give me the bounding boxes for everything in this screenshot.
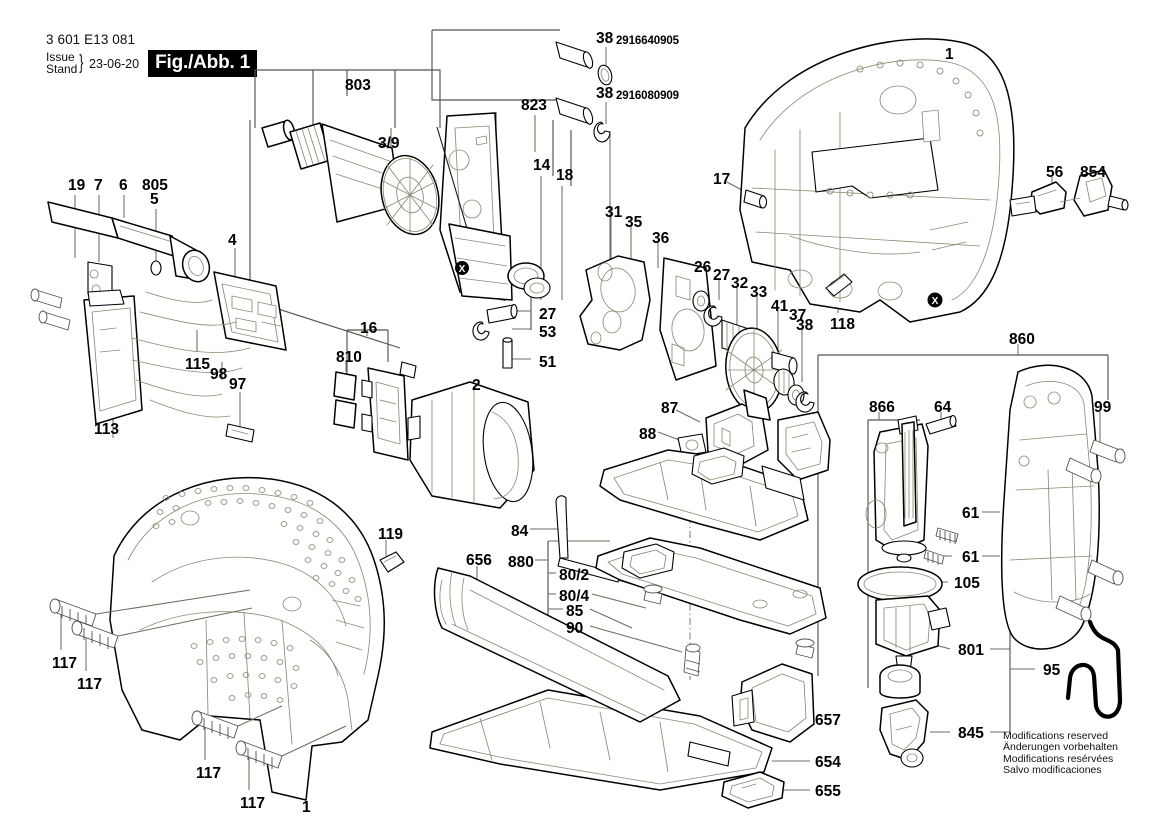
callout-38: 38 (596, 85, 614, 102)
callout-84: 84 (511, 523, 529, 540)
callout-38: 38 (596, 30, 614, 47)
callout-87: 87 (661, 400, 679, 417)
right-housing-half (739, 38, 1015, 323)
callout-845: 845 (958, 725, 984, 742)
base-plate-group (429, 447, 827, 809)
callout-51: 51 (539, 354, 557, 371)
callout-823: 823 (521, 97, 547, 114)
callout-117: 117 (52, 655, 78, 672)
callout-1: 1 (302, 799, 311, 816)
callout-56: 56 (1046, 164, 1064, 181)
callout-33: 33 (750, 284, 768, 301)
callout-2916640905: 2916640905 (616, 35, 679, 47)
base-cover-assembly (1000, 364, 1126, 719)
callout-7: 7 (94, 177, 103, 194)
callout-27: 27 (713, 267, 731, 284)
callout-97: 97 (229, 376, 247, 393)
callout-16: 16 (360, 320, 378, 337)
callout-866: 866 (869, 399, 895, 416)
callout-19: 19 (68, 177, 86, 194)
callout-61: 61 (962, 505, 980, 522)
title-block: 3 601 E13 081 Issue Stand } 23-06-20 Fig… (46, 32, 257, 77)
callout-61: 61 (962, 549, 980, 566)
note-line-fr: Modifications resérvées (1003, 752, 1114, 765)
callout-113: 113 (94, 421, 120, 438)
small-parts-right (743, 169, 1129, 297)
figure-tag: Fig./Abb. 1 (148, 50, 257, 77)
brush-field-assembly (333, 361, 535, 509)
callout-18: 18 (556, 167, 574, 184)
note-line-en: Modifications reserved (1003, 730, 1109, 742)
left-housing-half (49, 476, 405, 801)
brace-glyph: } (79, 52, 84, 74)
callout-657: 657 (815, 712, 841, 729)
armature-assembly (249, 119, 440, 349)
catalog-number: 3 601 E13 081 (46, 32, 136, 47)
callout-1: 1 (945, 46, 954, 63)
callout-88: 88 (639, 426, 657, 443)
callout-31: 31 (605, 204, 623, 221)
callout-80-4: 80/4 (559, 588, 590, 605)
issue-date: 23-06-20 (89, 56, 140, 71)
callout-5: 5 (150, 191, 159, 208)
svg-text:X: X (459, 264, 466, 275)
callout-85: 85 (566, 603, 584, 620)
callout-99: 99 (1094, 399, 1112, 416)
note-line-es: Salvo modificaciones (1003, 764, 1102, 777)
callout-64: 64 (934, 399, 952, 416)
svg-text:X: X (932, 296, 939, 307)
modifications-reserved-note: Modifications reserved Änderungen vorbeh… (1003, 730, 1119, 777)
callout-860: 860 (1009, 331, 1035, 348)
callout-117: 117 (196, 765, 222, 782)
callout-4: 4 (228, 232, 237, 249)
callout-656: 656 (466, 552, 492, 569)
gear-train-assembly (579, 255, 831, 481)
callout-805: 805 (142, 177, 168, 194)
note-line-de: Änderungen vorbehalten (1003, 741, 1119, 754)
cord-switch-assembly (30, 201, 287, 443)
callout-26: 26 (694, 259, 712, 276)
callout-803: 803 (345, 77, 371, 94)
callout-27: 27 (539, 306, 557, 323)
x-marker-2: X (927, 292, 943, 308)
stand-label: Stand (46, 61, 78, 76)
callout-117: 117 (77, 676, 103, 693)
gear-housing (436, 112, 551, 369)
callout-14: 14 (533, 157, 551, 174)
issue-label: Issue (46, 50, 75, 64)
callout-38: 38 (796, 317, 814, 334)
callout-810: 810 (336, 349, 362, 366)
callout-80-2: 80/2 (559, 567, 590, 584)
callout-655: 655 (815, 783, 841, 800)
callout-105: 105 (954, 575, 980, 592)
callout-37: 37 (789, 307, 807, 324)
callout-119: 119 (378, 526, 404, 543)
callout-90: 90 (566, 620, 584, 637)
callout-118: 118 (830, 316, 856, 333)
callout-95: 95 (1043, 662, 1061, 679)
callout-880: 880 (508, 554, 534, 571)
x-marker-1: X (455, 261, 469, 275)
callout-3-9: 3/9 (378, 135, 400, 152)
callout-53: 53 (539, 324, 557, 341)
callout-115: 115 (185, 356, 211, 373)
callout-654: 654 (815, 754, 841, 771)
callout-41: 41 (771, 298, 789, 315)
callout-6: 6 (119, 177, 128, 194)
plunger-assembly (857, 414, 959, 768)
callout-2916080909: 2916080909 (616, 90, 679, 102)
callout-854: 854 (1080, 164, 1106, 181)
callout-35: 35 (625, 214, 643, 231)
callout-117: 117 (240, 795, 266, 812)
callout-801: 801 (958, 642, 984, 659)
callout-2: 2 (472, 377, 481, 394)
part-38-pins (555, 41, 613, 143)
callout-36: 36 (652, 230, 670, 247)
callout-17: 17 (713, 171, 731, 188)
callout-32: 32 (731, 275, 749, 292)
callout-98: 98 (210, 366, 228, 383)
